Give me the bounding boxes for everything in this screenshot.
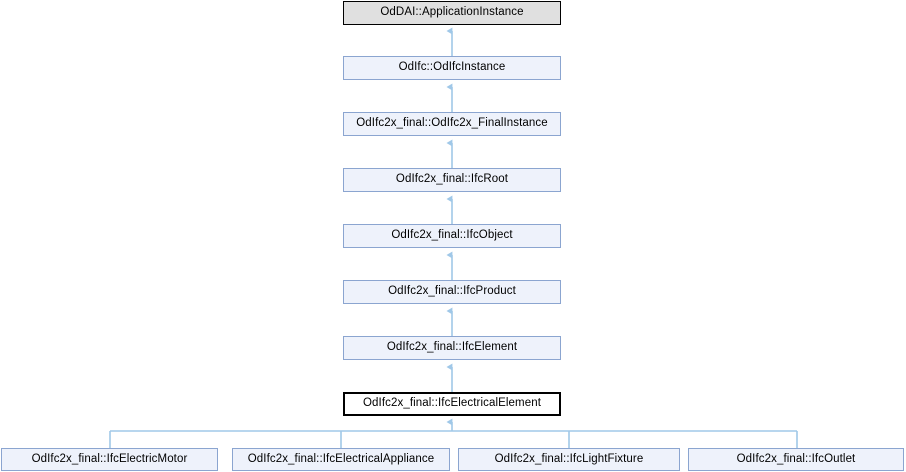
node-odifc2x-final-ifcelement[interactable]: OdIfc2x_final::IfcElement — [343, 336, 561, 360]
node-odifc2x-final-ifcobject[interactable]: OdIfc2x_final::IfcObject — [343, 224, 561, 248]
node-odifc2x-final-ifclightfixture[interactable]: OdIfc2x_final::IfcLightFixture — [458, 448, 680, 471]
node-odifc2x-final-odifc2x-finalinstance[interactable]: OdIfc2x_final::OdIfc2x_FinalInstance — [343, 112, 561, 136]
node-label: OdDAI::ApplicationInstance — [380, 6, 524, 19]
node-odifc2x-final-ifcroot[interactable]: OdIfc2x_final::IfcRoot — [343, 168, 561, 192]
node-odifc2x-final-ifcelectricalappliance[interactable]: OdIfc2x_final::IfcElectricalAppliance — [232, 448, 450, 471]
node-label: OdIfc2x_final::IfcOutlet — [736, 452, 856, 465]
child-edges — [109, 418, 798, 448]
node-label: OdIfc2x_final::IfcRoot — [395, 173, 509, 186]
node-label: OdIfc2x_final::IfcElectricalElement — [363, 397, 541, 410]
node-odifc-odifcinstance[interactable]: OdIfc::OdIfcInstance — [343, 56, 561, 80]
node-odifc2x-final-ifcoutlet[interactable]: OdIfc2x_final::IfcOutlet — [688, 448, 904, 471]
node-label: OdIfc2x_final::IfcElement — [386, 341, 518, 354]
node-label: OdIfc2x_final::OdIfc2x_FinalInstance — [356, 117, 548, 130]
node-odifc2x-final-ifcproduct[interactable]: OdIfc2x_final::IfcProduct — [343, 280, 561, 304]
node-label: OdIfc2x_final::IfcObject — [391, 229, 513, 242]
node-odifc2x-final-ifcelectricalelement[interactable]: OdIfc2x_final::IfcElectricalElement — [343, 392, 561, 416]
node-label: OdIfc2x_final::IfcElectricMotor — [31, 452, 188, 465]
node-label: OdIfc::OdIfcInstance — [398, 61, 506, 74]
node-label: OdIfc2x_final::IfcProduct — [388, 285, 516, 298]
node-odifc2x-final-ifcelectricmotor[interactable]: OdIfc2x_final::IfcElectricMotor — [1, 448, 218, 471]
node-label: OdIfc2x_final::IfcElectricalAppliance — [247, 452, 435, 465]
node-label: OdIfc2x_final::IfcLightFixture — [494, 452, 644, 465]
node-oddai-applicationinstance[interactable]: OdDAI::ApplicationInstance — [343, 1, 561, 25]
